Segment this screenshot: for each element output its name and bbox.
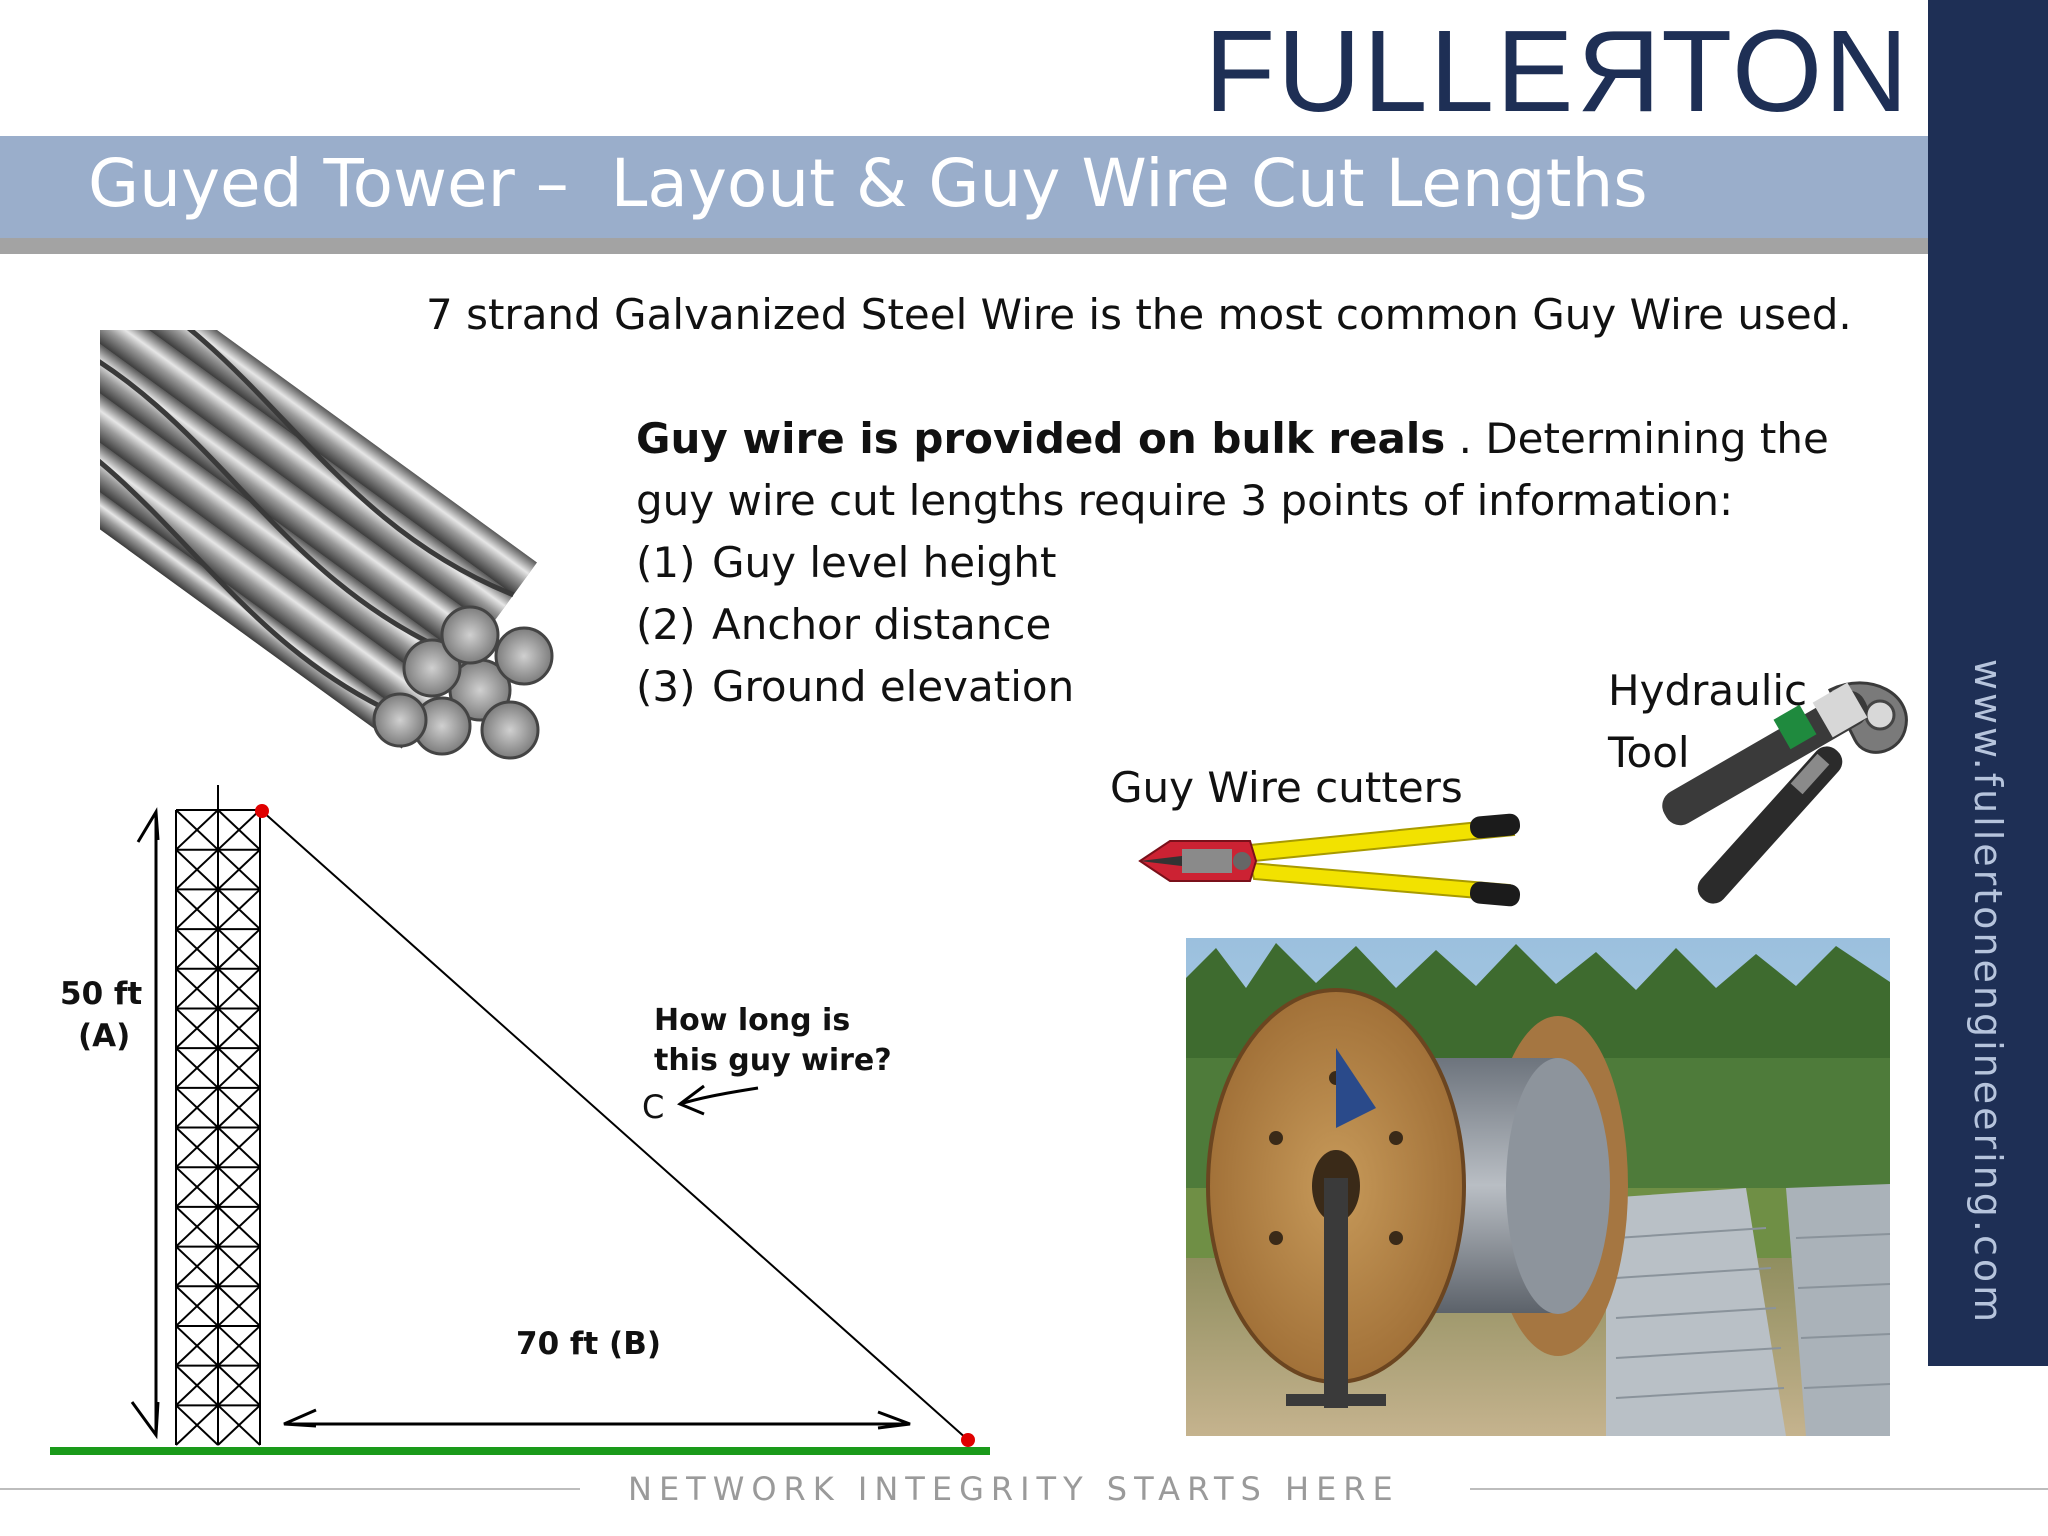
height-label: 50 ft — [60, 976, 142, 1012]
list-item: (2) Anchor distance — [636, 594, 1074, 656]
tower-brace — [175, 888, 219, 930]
tower-brace — [175, 1007, 219, 1049]
hydraulic-tool-label-line2: Tool — [1608, 728, 1690, 777]
hydraulic-tool-image — [1662, 681, 1908, 904]
tower-brace — [217, 1087, 261, 1129]
height-sub-label: (A) — [78, 1018, 130, 1054]
tower-brace — [175, 1245, 219, 1287]
tower-brace — [217, 848, 261, 891]
question-line2: this guy wire? — [654, 1043, 892, 1078]
footer-tagline: NETWORK INTEGRITY STARTS HERE — [628, 1470, 1400, 1508]
tower-brace — [175, 1404, 219, 1446]
tower-brace — [217, 1285, 261, 1327]
guyed-tower-diagram: 50 ft (A) 70 ft (B) How long is this guy… — [50, 785, 990, 1455]
guy-attachment-point — [255, 804, 269, 818]
tower-brace — [217, 1206, 261, 1248]
wire-reel-photo — [1186, 938, 1890, 1436]
list-item: (1) Guy level height — [636, 532, 1074, 594]
sidebar-url[interactable]: www.fullertonengineering.com — [1966, 658, 2010, 1326]
hydraulic-tool-label: Hydraulic Tool — [1608, 660, 1807, 784]
tower-brace — [175, 1166, 219, 1208]
distance-arrow — [283, 1408, 911, 1430]
tower-brace — [217, 1325, 261, 1367]
tower-brace — [217, 968, 261, 1010]
tower-brace — [217, 1245, 261, 1287]
question-line1: How long is — [654, 1003, 850, 1038]
tower-brace — [175, 1325, 219, 1367]
tower-brace — [175, 809, 219, 851]
steel-wire-strand-image — [100, 330, 560, 785]
hypotenuse-label: C — [642, 1088, 664, 1126]
tower-brace — [175, 1285, 219, 1327]
footer-divider-left — [0, 1488, 580, 1490]
brand-logo: FULLERTON — [1204, 6, 1910, 136]
question-arrow — [677, 1084, 759, 1116]
info-paragraph: Guy wire is provided on bulk reals . Det… — [636, 408, 1896, 532]
info-paragraph-bold: Guy wire is provided on bulk reals — [636, 414, 1446, 463]
hydraulic-tool-label-line1: Hydraulic — [1608, 666, 1808, 715]
guy-wire-line — [261, 810, 969, 1441]
tower-brace — [175, 968, 219, 1010]
sidebar — [1928, 0, 2048, 1366]
height-arrow — [130, 807, 160, 1440]
tower-brace — [217, 1007, 261, 1049]
tower-brace — [175, 928, 219, 970]
tower-brace — [175, 1364, 219, 1407]
tower-brace — [175, 1126, 219, 1168]
list-item-number: (1) — [636, 538, 696, 587]
tower-brace — [217, 928, 261, 970]
tower-brace — [175, 1206, 219, 1248]
lattice-tower — [175, 785, 261, 1446]
wire-cutters-label: Guy Wire cutters — [1110, 763, 1463, 812]
list-item-text: Guy level height — [712, 538, 1057, 587]
list-item: (3) Ground elevation — [636, 656, 1074, 718]
info-list: (1) Guy level height (2) Anchor distance (… — [636, 532, 1074, 718]
list-item-text: Ground elevation — [712, 662, 1075, 711]
distance-label: 70 ft (B) — [516, 1326, 661, 1362]
tower-brace — [217, 1166, 261, 1208]
intro-text: 7 strand Galvanized Steel Wire is the mo… — [426, 290, 1852, 339]
page-title: Guyed Tower – Layout & Guy Wire Cut Leng… — [88, 145, 1648, 222]
tower-brace — [217, 1047, 261, 1089]
tower-brace — [175, 1047, 219, 1089]
list-item-number: (3) — [636, 662, 696, 711]
tower-brace — [217, 1364, 261, 1407]
tower-brace — [175, 848, 219, 891]
tower-brace — [217, 1126, 261, 1168]
tower-brace — [175, 1087, 219, 1129]
tower-brace — [217, 1404, 261, 1446]
footer-divider-right — [1470, 1488, 2048, 1490]
title-band — [0, 136, 1928, 254]
anchor-point — [961, 1433, 975, 1447]
info-paragraph-rest: . Determining the guy wire cut lengths r… — [636, 414, 1829, 525]
tower-brace — [217, 809, 261, 851]
list-item-text: Anchor distance — [712, 600, 1052, 649]
tower-brace — [217, 888, 261, 930]
bolt-cutters-image — [1138, 813, 1521, 907]
list-item-number: (2) — [636, 600, 696, 649]
